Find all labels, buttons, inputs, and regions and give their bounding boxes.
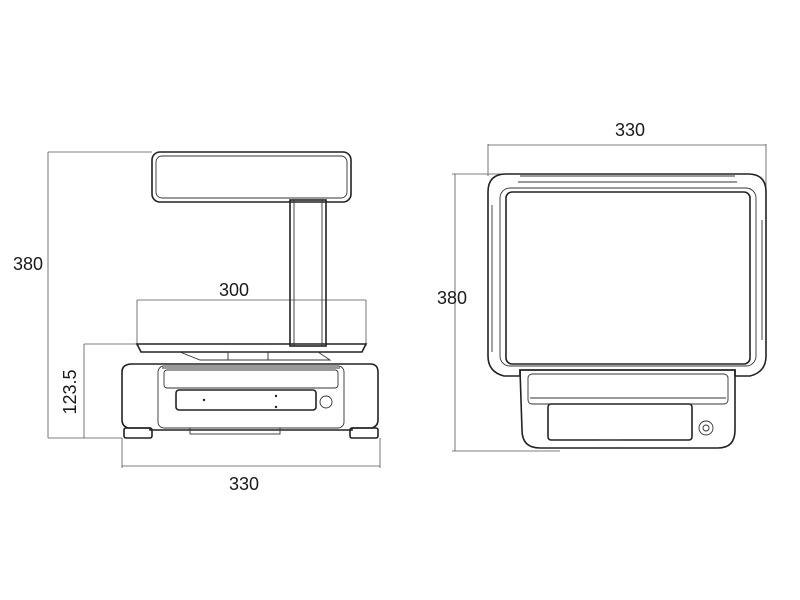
weighing-platter <box>135 343 368 361</box>
front-base-height-dimension: 123.5 <box>60 343 138 438</box>
top-width-dimension: 330 <box>487 120 767 196</box>
top-platter <box>487 173 767 377</box>
front-platter-width-dimension: 300 <box>136 280 367 346</box>
display-pole <box>289 199 327 347</box>
front-total-height-dimension: 380 <box>13 151 152 439</box>
scale-base <box>121 363 379 435</box>
top-depth-label: 380 <box>437 288 467 308</box>
customer-display <box>151 151 352 203</box>
front-platter-width-label: 300 <box>219 280 249 300</box>
front-base-width-label: 330 <box>229 474 259 494</box>
front-total-height-label: 380 <box>13 254 43 274</box>
front-base-width-dimension: 330 <box>121 438 381 494</box>
top-view: 330 380 <box>437 120 767 452</box>
top-depth-dimension: 380 <box>437 173 560 452</box>
front-view: 380 123.5 300 330 <box>13 151 381 494</box>
top-base-console <box>519 369 736 449</box>
top-width-label: 330 <box>615 120 645 140</box>
front-base-height-label: 123.5 <box>60 369 80 414</box>
scale-feet <box>123 427 379 439</box>
